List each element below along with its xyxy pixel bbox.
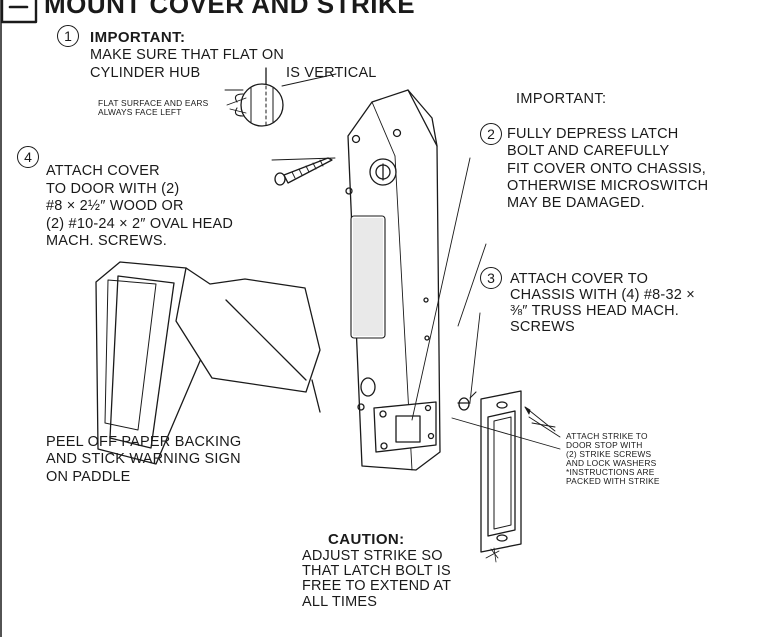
wood-screw	[271, 157, 336, 186]
step-4-number: 4	[17, 146, 39, 168]
caution-text: ADJUST STRIKE SO THAT LATCH BOLT IS FREE…	[302, 548, 452, 610]
step-2-text: FULLY DEPRESS LATCH BOLT AND CAREFULLY F…	[507, 126, 709, 211]
step-1-number: 1	[57, 25, 79, 47]
caution-heading: CAUTION:	[328, 531, 405, 548]
step-3-text: ATTACH COVER TO CHASSIS WITH (4) #8-32 ×…	[510, 271, 695, 335]
step-1-line-2b: IS VERTICAL	[286, 65, 377, 81]
step-1-heading: IMPORTANT:	[90, 29, 186, 46]
step-1-line-1: MAKE SURE THAT FLAT ON	[90, 47, 285, 63]
step-2-number: 2	[480, 123, 502, 145]
truss-screw	[457, 391, 477, 411]
step-1-line-2a: CYLINDER HUB	[90, 65, 201, 81]
peel-off-note: PEEL OFF PAPER BACKING AND STICK WARNING…	[46, 434, 242, 485]
step-letter-box	[0, 0, 38, 24]
step-4-text: ATTACH COVER TO DOOR WITH (2) #8 × 2½″ W…	[46, 163, 234, 250]
strike-note: ATTACH STRIKE TO DOOR STOP WITH (2) STRI…	[566, 431, 660, 487]
leader-lines	[411, 157, 561, 450]
cylinder-hub-detail	[224, 67, 337, 127]
paddle-warning-sign	[95, 261, 321, 465]
flat-surface-note: FLAT SURFACE AND EARS ALWAYS FACE LEFT	[98, 98, 209, 118]
page-title: MOUNT COVER AND STRIKE	[44, 0, 416, 19]
step-3-number: 3	[480, 267, 502, 289]
strike-plate	[480, 390, 522, 563]
step-2-heading: IMPORTANT:	[516, 91, 607, 107]
lock-cover	[345, 89, 441, 471]
